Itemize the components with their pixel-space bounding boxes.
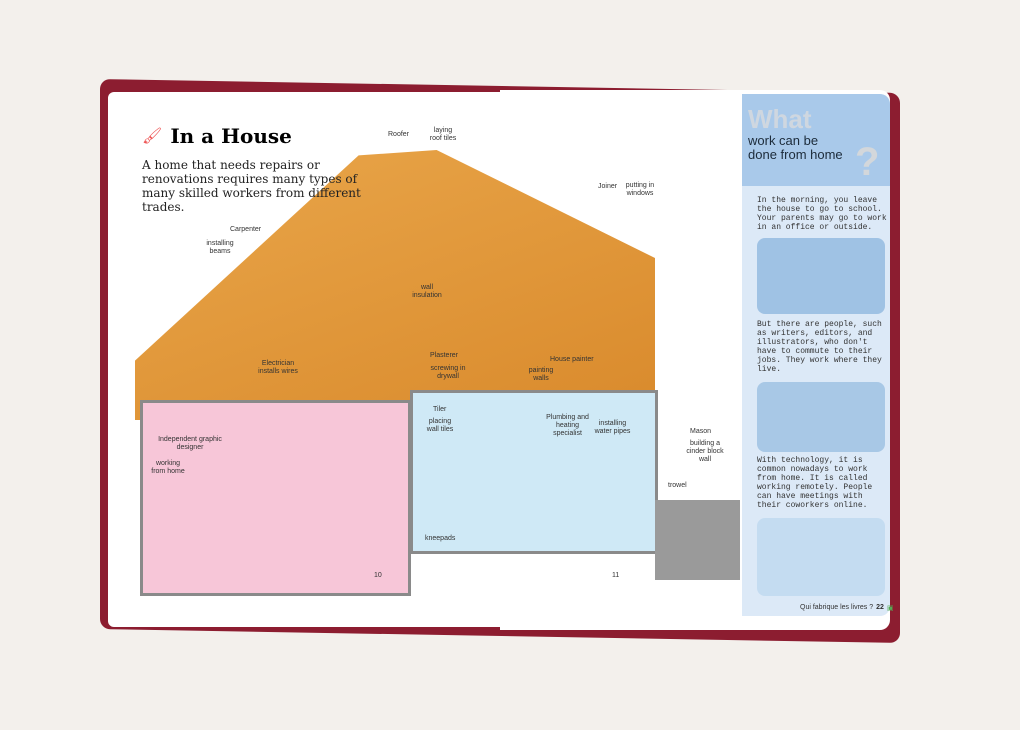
label: Joiner xyxy=(598,183,618,190)
label: Carpenter xyxy=(230,226,262,233)
house-yard-illustration xyxy=(757,382,885,452)
label: kneepads xyxy=(425,535,456,542)
label: installing water pipes xyxy=(594,420,631,435)
label: wall insulation xyxy=(412,284,442,299)
page-number-left: 10 xyxy=(374,572,382,579)
footer-page-number: 22 xyxy=(876,604,884,611)
label: building a cinder block wall xyxy=(686,440,724,463)
intro-text: A home that needs repairs or renovations… xyxy=(142,158,361,214)
bathroom-illustration xyxy=(410,390,658,554)
book-icon: ▣ xyxy=(886,605,894,612)
label: painting walls xyxy=(528,367,554,382)
designer-room-illustration xyxy=(140,400,411,596)
label: Independent graphic designer xyxy=(158,436,222,451)
sidebar-footer: Qui fabrique les livres ? 22 ▣ xyxy=(800,604,894,612)
label: Tiler xyxy=(433,406,447,413)
page-number-right: 11 xyxy=(612,572,620,579)
page-title: In a House xyxy=(170,124,292,148)
family-walking-illustration xyxy=(757,238,885,314)
label: Roofer xyxy=(388,131,410,138)
sidebar-paragraph-2: But there are people, such as writers, e… xyxy=(757,320,882,374)
sidebar-paragraph-3: With technology, it is common nowadays t… xyxy=(757,456,873,510)
page-heading: 🖌 In a House xyxy=(142,124,292,148)
label: placing wall tiles xyxy=(426,418,454,433)
sidebar-heading-big: What xyxy=(748,104,812,134)
sidebar-header xyxy=(742,94,890,186)
question-mark: ? xyxy=(855,140,880,184)
label: laying roof tiles xyxy=(429,127,457,142)
footer-text: Qui fabrique les livres ? xyxy=(800,604,874,611)
label: Mason xyxy=(690,428,712,435)
sidebar-paragraph-1: In the morning, you leave the house to g… xyxy=(757,196,887,232)
label: installing beams xyxy=(206,240,234,255)
label: working from home xyxy=(151,460,185,475)
remote-work-illustration xyxy=(757,518,885,596)
label: Electrician installs wires xyxy=(258,360,298,375)
label: House painter xyxy=(550,356,594,363)
label: putting in windows xyxy=(625,182,655,197)
sidebar-heading-sub: work can be done from home xyxy=(748,133,843,162)
label: screwing in drywall xyxy=(430,365,466,380)
label: Plumbing and heating specialist xyxy=(546,414,589,437)
paintbrush-icon: 🖌 xyxy=(142,128,163,145)
label: Plasterer xyxy=(430,352,459,359)
cinder-block-wall xyxy=(655,500,740,580)
label: trowel xyxy=(668,482,687,489)
